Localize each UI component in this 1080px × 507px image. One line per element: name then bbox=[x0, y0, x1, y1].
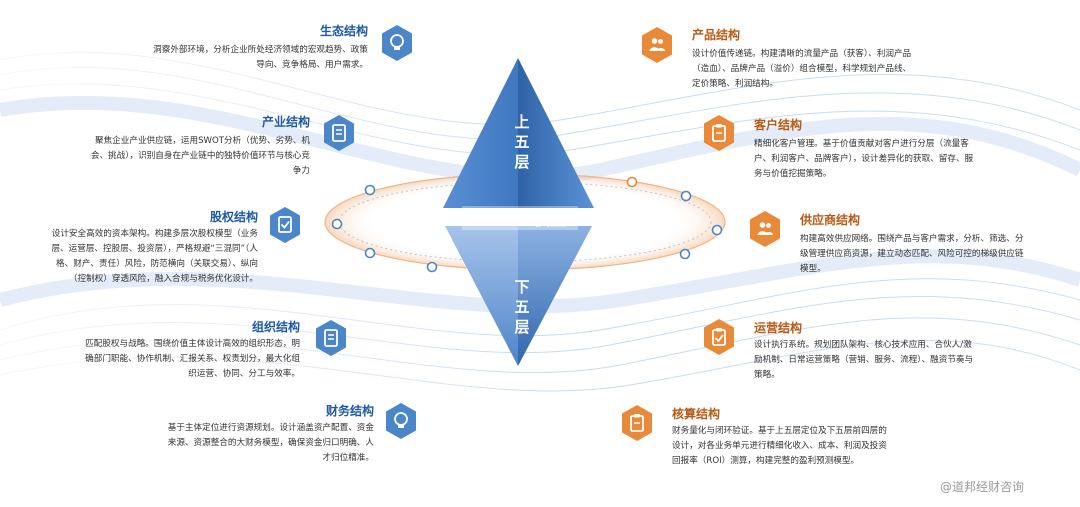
users-icon bbox=[640, 26, 674, 64]
item-title: 供应商结构 bbox=[800, 213, 861, 227]
upper-label-1: 上 bbox=[514, 113, 529, 131]
clipboard-icon bbox=[702, 114, 736, 152]
item-title: 产品结构 bbox=[692, 28, 741, 42]
item-industry-structure: 产业结构 聚焦企业产业供应链，运用SWOT分析（优势、劣势、机会、挑战），识别自… bbox=[90, 113, 310, 179]
item-desc: 匹配股权与战略。围绕价值主体设计高效的组织形态，明确部门职能、协作机制、汇报关系… bbox=[85, 339, 300, 379]
item-operation-structure: 运营结构 设计执行系统。规划团队架构、核心技术应用、合伙人/激励机制、日常运营策… bbox=[754, 319, 976, 383]
item-title: 产业结构 bbox=[261, 115, 310, 129]
item-title: 核算结构 bbox=[672, 407, 721, 421]
lower-pyramid bbox=[445, 226, 518, 366]
item-accounting-structure: 核算结构 财务量化与闭环验证。基于上五层定位及下五层前四层的设计，对各业务单元进… bbox=[672, 405, 888, 469]
item-product-structure: 产品结构 设计价值传递链。构建清晰的流量产品（获客）、利润产品（造血）、品牌产品… bbox=[692, 26, 912, 92]
item-desc: 基于主体定位进行资源规划。设计涵盖资产配置、资金来源、资源整合的大财务模型，确保… bbox=[167, 423, 374, 463]
lightbulb-icon bbox=[384, 402, 418, 440]
item-title: 组织结构 bbox=[251, 320, 300, 334]
item-supplier-structure: 供应商结构 构建高效供应网络。围绕产品与客户需求，分析、筛选、分级管理供应商资源… bbox=[800, 211, 1024, 277]
item-organization-structure: 组织结构 匹配股权与战略。围绕价值主体设计高效的组织形态，明确部门职能、协作机制… bbox=[78, 318, 300, 382]
orbit-nodes bbox=[331, 176, 723, 273]
item-title: 股权结构 bbox=[209, 210, 258, 224]
item-title: 客户结构 bbox=[754, 118, 803, 132]
item-desc: 构建高效供应网络。围绕产品与客户需求，分析、筛选、分级管理供应商资源，建立动态匹… bbox=[800, 234, 1024, 274]
item-desc: 设计执行系统。规划团队架构、核心技术应用、合伙人/激励机制、日常运营策略（营销、… bbox=[754, 340, 974, 380]
item-desc: 洞察外部环境，分析企业所处经济领域的宏观趋势、政策导向、竞争格局、用户需求。 bbox=[153, 45, 368, 70]
item-desc: 设计安全高效的资本架构。构建多层次股权模型（业务层、运营层、控股层、投资层），严… bbox=[51, 229, 258, 284]
item-desc: 财务量化与闭环验证。基于上五层定位及下五层前四层的设计，对各业务单元进行精细化收… bbox=[672, 426, 887, 466]
item-title: 生态结构 bbox=[319, 24, 368, 38]
upper-pyramid bbox=[443, 58, 518, 208]
item-desc: 设计价值传递链。构建清晰的流量产品（获客）、利润产品（造血）、品牌产品（溢价）组… bbox=[692, 49, 912, 89]
lightbulb-icon bbox=[380, 24, 414, 62]
model-label: BDSM模型 bbox=[477, 209, 567, 230]
item-finance-structure: 财务结构 基于主体定位进行资源规划。设计涵盖资产配置、资金来源、资源整合的大财务… bbox=[160, 402, 374, 466]
item-title: 财务结构 bbox=[325, 404, 374, 418]
item-desc: 精细化客户管理。基于价值贡献对客户进行分层（流量客户、利润客户、品牌客户），设计… bbox=[754, 139, 974, 179]
upper-label-2: 五 bbox=[514, 133, 529, 151]
document-icon bbox=[314, 319, 348, 357]
users-icon bbox=[748, 210, 782, 248]
lower-label-2: 五 bbox=[514, 298, 529, 316]
document-icon bbox=[322, 114, 356, 152]
item-ecology-structure: 生态结构 洞察外部环境，分析企业所处经济领域的宏观趋势、政策导向、竞争格局、用户… bbox=[150, 22, 368, 73]
lower-label-1: 下 bbox=[514, 278, 529, 296]
clipboard-icon bbox=[620, 404, 654, 442]
clipboard-check-icon bbox=[702, 318, 736, 356]
watermark: @道邦经财咨询 bbox=[939, 480, 1024, 494]
item-equity-structure: 股权结构 设计安全高效的资本架构。构建多层次股权模型（业务层、运营层、控股层、投… bbox=[40, 208, 258, 287]
lower-label-3: 层 bbox=[514, 318, 529, 336]
item-customer-structure: 客户结构 精细化客户管理。基于价值贡献对客户进行分层（流量客户、利润客户、品牌客… bbox=[754, 116, 976, 182]
item-desc: 聚焦企业产业供应链，运用SWOT分析（优势、劣势、机会、挑战），识别自身在产业链… bbox=[90, 136, 310, 176]
upper-label-3: 层 bbox=[514, 153, 529, 171]
shield-check-icon bbox=[268, 206, 302, 244]
item-title: 运营结构 bbox=[754, 321, 803, 335]
